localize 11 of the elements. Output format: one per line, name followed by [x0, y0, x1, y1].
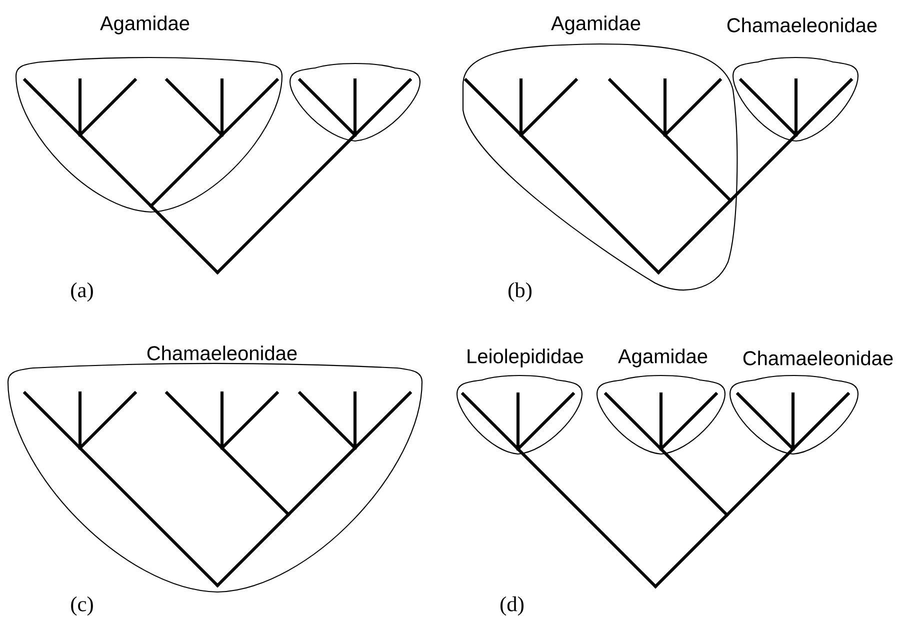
clade-label: Agamidae	[100, 16, 190, 34]
clade-label: Leiolepididae	[468, 348, 584, 368]
clade-label: Chamaeleonidae	[727, 18, 877, 32]
clade-label: Chamaeleonidae	[743, 350, 893, 366]
clade-label: Chamaeleonidae	[147, 346, 297, 360]
panel-label: (b)	[508, 282, 532, 302]
clade-label: Agamidae	[618, 348, 708, 368]
clade-outline	[289, 62, 421, 142]
clade-label: Agamidae	[551, 16, 640, 34]
panel-label: (d)	[500, 596, 524, 616]
panel-label: (a)	[71, 282, 93, 302]
